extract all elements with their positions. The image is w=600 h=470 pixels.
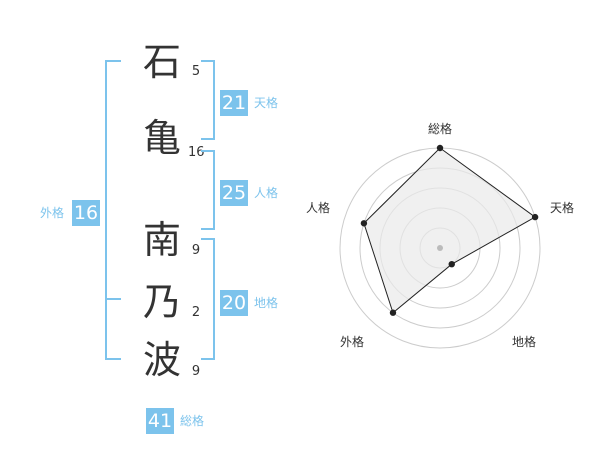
- gaikaku-badge: 16: [72, 200, 100, 226]
- stroke-count-1: 5: [191, 64, 201, 79]
- chikaku-badge: 20: [220, 290, 248, 316]
- radar-shape: [363, 147, 537, 314]
- radar-point-soukaku: [436, 144, 444, 152]
- name-char-3: 南: [142, 218, 181, 262]
- chikaku-label: 地格: [254, 296, 279, 310]
- tenkaku-badge: 21: [220, 90, 248, 116]
- radar-point-chikaku: [448, 260, 455, 268]
- soukaku-badge: 41: [146, 408, 174, 434]
- radar-point-jinkaku: [360, 220, 368, 227]
- tenkaku-label: 天格: [254, 96, 279, 110]
- radar-label-soukaku: 総格: [428, 121, 452, 136]
- stroke-count-5: 9: [191, 364, 201, 379]
- radar-label-tenkaku: 天格: [550, 200, 574, 215]
- radar-center-dot: [437, 245, 443, 251]
- radar-point-gaikaku: [389, 309, 397, 316]
- name-char-5: 波: [142, 338, 181, 382]
- stroke-count-2: 16: [188, 145, 205, 160]
- stroke-count-3: 9: [191, 243, 201, 258]
- gaikaku-label: 外格: [40, 206, 65, 220]
- radar-label-chikaku: 地格: [512, 334, 536, 349]
- soukaku-label: 総格: [180, 414, 205, 428]
- radar-point-tenkaku: [531, 213, 539, 221]
- name-char-1: 石: [142, 40, 181, 84]
- jinkaku-label: 人格: [254, 186, 279, 200]
- name-char-2: 亀: [142, 116, 181, 160]
- radar-points: [360, 144, 539, 316]
- radar-label-jinkaku: 人格: [306, 200, 330, 215]
- radar-polygon: [363, 147, 537, 314]
- radar-label-gaikaku: 外格: [340, 334, 364, 349]
- name-char-4: 乃: [142, 280, 181, 324]
- jinkaku-badge: 25: [220, 180, 248, 206]
- stroke-count-4: 2: [191, 305, 201, 320]
